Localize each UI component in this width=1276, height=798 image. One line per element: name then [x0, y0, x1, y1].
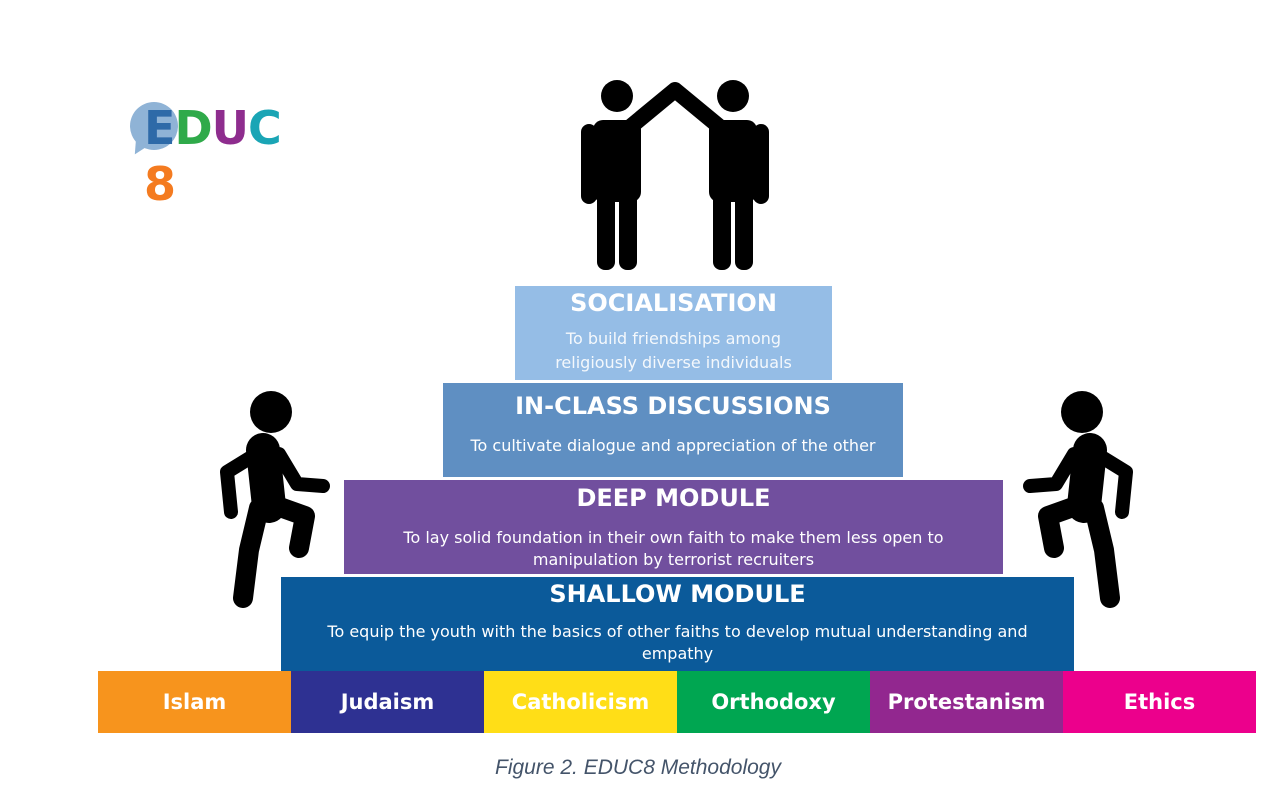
- tier-description: To build friendships among: [565, 329, 782, 348]
- logo-letter: E: [144, 101, 175, 155]
- educ8-logo: EDUC 8: [129, 100, 310, 211]
- tier-description: manipulation by terrorist recruiters: [532, 550, 815, 569]
- tier-title: SHALLOW MODULE: [549, 580, 806, 608]
- faith-block-ethics: Ethics: [1063, 671, 1256, 733]
- tier-description: To lay solid foundation in their own fai…: [403, 528, 944, 547]
- logo-letter: 8: [144, 157, 176, 211]
- faith-block-judaism: Judaism: [291, 671, 484, 733]
- tier-description: religiously diverse individuals: [555, 353, 792, 372]
- faith-block-islam: Islam: [98, 671, 291, 733]
- tier-shallow-module: SHALLOW MODULE To equip the youth with t…: [281, 577, 1074, 671]
- tier-description: empathy: [641, 644, 714, 663]
- tier-deep-module: DEEP MODULE To lay solid foundation in t…: [344, 480, 1003, 574]
- tier-description: To cultivate dialogue and appreciation o…: [470, 436, 876, 455]
- tier-description: To equip the youth with the basics of ot…: [327, 622, 1028, 641]
- tier-socialisation: SOCIALISATION To build friendships among…: [515, 286, 832, 380]
- faith-block-protestanism: Protestanism: [870, 671, 1063, 733]
- logo-wordmark: EDUC 8: [144, 100, 310, 212]
- logo-letter: D: [174, 101, 212, 155]
- speech-bubble-icon: [130, 102, 178, 150]
- tier-title: IN-CLASS DISCUSSIONS: [515, 392, 831, 420]
- faith-block-catholicism: Catholicism: [484, 671, 677, 733]
- tier-title: DEEP MODULE: [576, 484, 771, 512]
- two-people-forming-roof-icon: [581, 80, 769, 270]
- figure-caption: Figure 2. EDUC8 Methodology: [495, 756, 781, 779]
- person-climbing-stairs-icon: [220, 391, 330, 608]
- tier-title: SOCIALISATION: [570, 289, 777, 317]
- logo-letter: U: [211, 101, 249, 155]
- faith-block-orthodoxy: Orthodoxy: [677, 671, 870, 733]
- person-climbing-stairs-icon: [1023, 391, 1133, 608]
- tier-in-class-discussions: IN-CLASS DISCUSSIONS To cultivate dialog…: [443, 383, 903, 477]
- logo-letter: C: [247, 101, 282, 155]
